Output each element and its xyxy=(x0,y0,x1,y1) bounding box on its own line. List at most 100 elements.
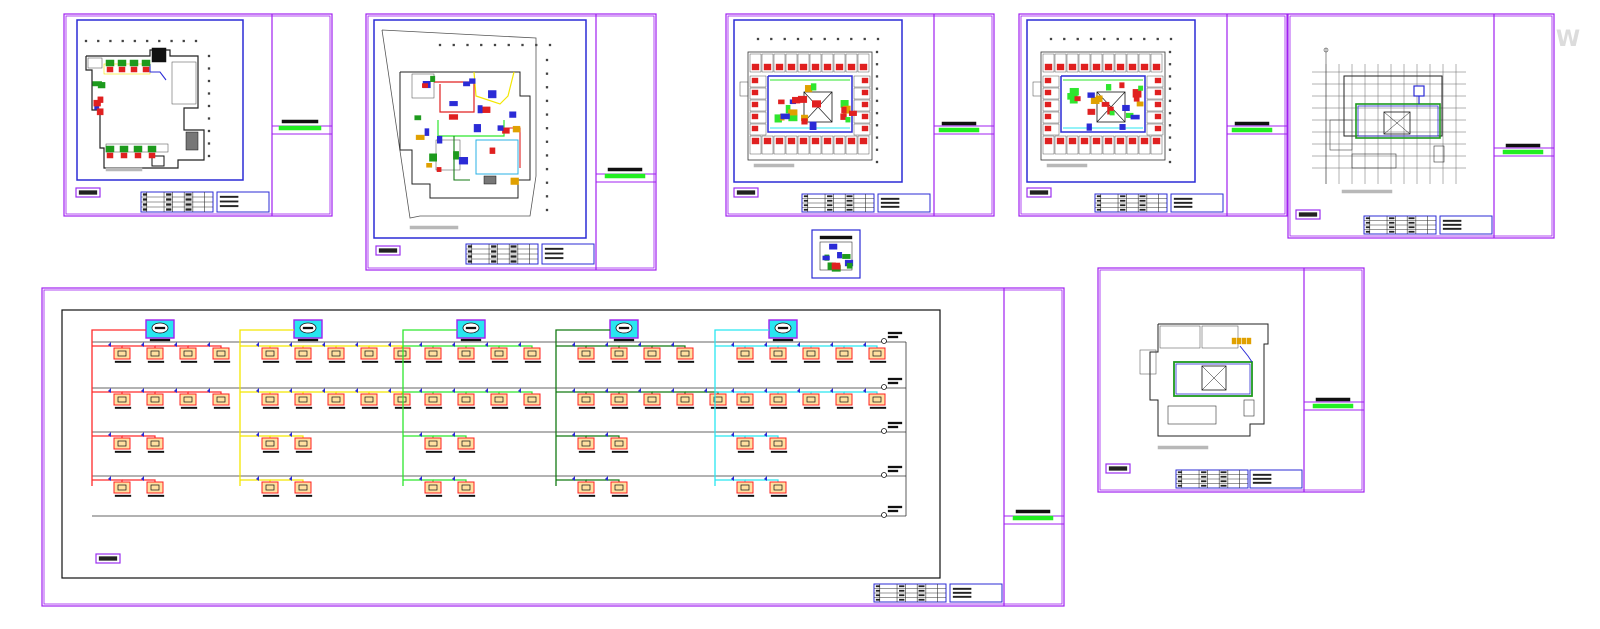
grid-marker xyxy=(207,54,211,58)
guest-room xyxy=(853,75,871,88)
refrigerant-loop xyxy=(1357,105,1439,137)
indoor-unit xyxy=(419,388,443,409)
indoor-unit-coil xyxy=(839,350,849,357)
indoor-unit xyxy=(859,137,868,145)
branch-joint xyxy=(419,476,422,481)
indoor-unit-coil xyxy=(614,440,624,447)
level-marker-symbol xyxy=(881,512,887,518)
indoor-unit-label xyxy=(458,360,476,363)
indoor-unit xyxy=(1056,63,1065,71)
branch-joint xyxy=(605,432,608,437)
indoor-unit-frame xyxy=(610,437,628,450)
indoor-unit xyxy=(809,121,817,131)
indoor-unit-label xyxy=(710,406,728,409)
indoor-unit xyxy=(1154,89,1162,96)
refrigerant-branch xyxy=(586,479,620,482)
indoor-unit-frame xyxy=(736,393,754,406)
indoor-unit xyxy=(1044,77,1052,84)
revision-text-line xyxy=(219,195,239,198)
grid-marker xyxy=(452,43,455,47)
indoor-unit-label xyxy=(578,450,596,453)
indoor-unit-frame xyxy=(179,347,197,360)
indoor-unit xyxy=(1154,113,1162,120)
sheet-border-inner xyxy=(727,15,993,215)
branch-joint xyxy=(141,388,144,393)
title-block-fill xyxy=(1120,195,1126,198)
plan-core xyxy=(151,155,165,167)
indoor-unit-frame xyxy=(424,347,442,360)
indoor-unit-coil xyxy=(461,396,471,403)
revision-text-line xyxy=(544,247,564,250)
branch-joint xyxy=(797,388,800,393)
title-block-fill xyxy=(1139,199,1146,202)
indoor-unit-label xyxy=(611,494,629,497)
outdoor-unit xyxy=(145,319,175,342)
level-marker xyxy=(881,465,903,478)
drawing-title-stamp xyxy=(278,119,322,131)
grid-marker xyxy=(1089,37,1093,41)
indoor-unit-label xyxy=(869,360,887,363)
branch-joint xyxy=(256,342,259,347)
plan-outline xyxy=(399,71,531,199)
indoor-unit-label xyxy=(578,406,596,409)
drawing-title-green-bar xyxy=(1502,149,1544,155)
refrigerant-branch xyxy=(270,479,304,482)
title-block-fill xyxy=(467,255,472,258)
indoor-unit-frame xyxy=(393,393,411,406)
refrigerant-riser xyxy=(714,329,769,486)
grid-marker xyxy=(875,75,879,78)
indoor-unit-label xyxy=(114,450,132,453)
floor-level-lines xyxy=(92,341,907,517)
indoor-unit-coil xyxy=(428,484,438,491)
sheet-label-text xyxy=(378,248,398,253)
title-block-fill xyxy=(142,193,147,196)
indoor-unit-frame xyxy=(457,393,475,406)
revision-text-line xyxy=(1252,473,1272,476)
grid-marker xyxy=(207,79,211,83)
indoor-unit-coil xyxy=(364,350,374,357)
branch-joint xyxy=(289,342,292,347)
level-marker-symbol xyxy=(881,338,887,344)
grid-marker xyxy=(545,154,549,157)
indoor-unit xyxy=(106,66,114,73)
indoor-unit-frame xyxy=(643,393,661,406)
guest-room xyxy=(1146,99,1164,112)
plan-room xyxy=(1351,153,1397,169)
branch-joint xyxy=(108,388,111,393)
indoor-unit-label xyxy=(524,406,542,409)
indoor-unit-coil xyxy=(428,440,438,447)
guest-room xyxy=(857,53,870,73)
indoor-unit xyxy=(1152,137,1161,145)
title-block-fill xyxy=(510,255,517,258)
title-block-fill xyxy=(1139,208,1146,211)
grid-marker xyxy=(796,37,800,41)
refrigerant-system-2 xyxy=(239,319,412,497)
drawing-title-stamp xyxy=(938,121,980,133)
grid-marker xyxy=(1168,63,1172,66)
grid-marker xyxy=(207,154,211,158)
refrigerant-riser xyxy=(239,329,294,486)
indoor-unit xyxy=(1119,82,1125,89)
plan-outline xyxy=(1149,323,1269,437)
indoor-unit-frame xyxy=(868,347,886,360)
indoor-unit-frame xyxy=(676,393,694,406)
revision-text-line xyxy=(1252,481,1272,484)
level-marker-text xyxy=(887,509,899,513)
branch-joint xyxy=(764,432,767,437)
indoor-unit-label xyxy=(361,406,379,409)
guest-room xyxy=(1126,135,1139,155)
indoor-unit xyxy=(141,432,165,453)
indoor-unit xyxy=(787,63,796,71)
indoor-unit xyxy=(477,105,483,114)
plan-caption xyxy=(1157,445,1209,450)
guest-room xyxy=(1066,135,1079,155)
indoor-unit xyxy=(847,63,856,71)
guest-room xyxy=(1090,135,1103,155)
drawing-sheets xyxy=(63,13,1555,493)
indoor-unit xyxy=(436,167,442,172)
indoor-unit xyxy=(788,114,798,122)
indoor-unit xyxy=(512,125,521,133)
title-block-fill xyxy=(1139,195,1146,198)
title-block xyxy=(1094,193,1168,213)
